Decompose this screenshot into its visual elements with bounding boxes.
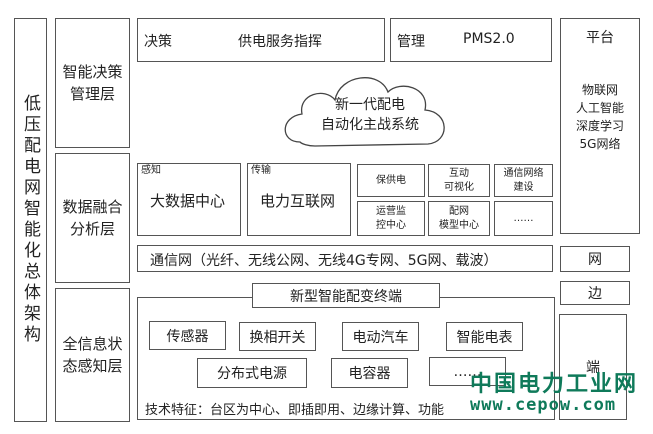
cloud-line2: 自动化主战系统 [321,117,419,133]
diagram-title: 低压配电网智能化总体架构 [20,94,40,346]
layer-perception: 全信息状态感知层 [55,288,130,422]
app-label: 保供电 [376,174,406,186]
device-box: 智能电表 [446,322,523,351]
cloud-icon [284,77,445,147]
platform-item: 人工智能 [575,101,624,115]
main-system: 新一代配电 自动化主战系统 [290,95,450,135]
manage-item: PMS2.0 [463,31,515,47]
layer-label: 数据融合分析层 [62,198,123,238]
device-label: 电动汽车 [352,329,409,346]
platform-item: 物联网 [581,83,618,97]
app-label: 通信网络 [503,167,544,179]
app-label: 运营监 [376,205,406,217]
platform-item: 深度学习 [575,119,624,133]
device-label: 传感器 [166,328,209,345]
network-label: 通信网（光纤、无线公网、无线4G专网、5G网、载波） [150,253,498,269]
app-label: 模型中心 [439,219,479,231]
app-box: 互动可视化 [428,164,490,197]
big-data-center-box: 感知 大数据中心 [137,163,241,236]
manage-box: 管理 PMS2.0 [390,18,552,62]
edge-label: 边 [588,286,602,302]
device-label: 分布式电源 [217,366,287,382]
device-box: …… [429,357,506,386]
platform-title: 平台 [586,30,614,46]
app-box: …… [494,201,553,236]
network-bar: 通信网（光纤、无线公网、无线4G专网、5G网、载波） [137,245,553,272]
app-label: 互动 [449,167,469,179]
layer-analysis: 数据融合分析层 [55,153,130,283]
device-box: 传感器 [149,321,226,350]
watermark-url: www.cepow.com [470,395,617,415]
device-box: 电容器 [331,358,408,388]
device-box: 电动汽车 [342,322,419,351]
decision-item: 供电服务指挥 [238,34,322,50]
device-label: 电容器 [348,366,391,382]
app-box: 运营监控中心 [357,201,425,236]
device-label: …… [453,363,482,380]
layer-label: 全信息状态感知层 [62,335,123,375]
app-label: 建设 [513,181,534,193]
terminal-title-box: 新型智能配变终端 [252,283,440,308]
power-internet: 电力互联网 [260,192,336,210]
tech-features: 技术特征：台区为中心、即插即用、边缘计算、功能 [145,403,445,418]
power-internet-box: 传输 电力互联网 [247,163,351,236]
terminal-title: 新型智能配变终端 [290,288,402,305]
device-label: 换相开关 [249,329,306,346]
end-box: 端 [559,314,627,420]
app-label: 可视化 [444,181,474,193]
platform-item: 5G网络 [579,137,621,151]
big-data-center: 大数据中心 [150,192,226,210]
app-label: …… [513,212,534,224]
platform-items: 物联网 人工智能 深度学习 5G网络 [561,81,639,153]
layer-decision: 智能决策管理层 [55,18,130,148]
app-label: 控中心 [376,219,406,231]
decision-box: 决策 供电服务指挥 [137,18,385,62]
end-label: 端 [586,360,600,376]
decision-label: 决策 [144,34,172,50]
edge-box: 边 [560,281,630,305]
device-label: 智能电表 [456,329,513,346]
net-box: 网 [560,246,630,272]
net-label: 网 [588,252,602,268]
app-label: 配网 [449,205,469,217]
layer-label: 智能决策管理层 [62,63,123,103]
platform-box: 平台 物联网 人工智能 深度学习 5G网络 [560,18,640,234]
title-box: 低压配电网智能化总体架构 [14,18,47,422]
device-box: 分布式电源 [197,358,307,388]
device-box: 换相开关 [239,322,316,351]
watermark-name: 中国电力工业网 [470,372,639,397]
app-box: 配网模型中心 [428,201,490,236]
app-box: 保供电 [357,164,425,197]
app-box: 通信网络建设 [494,164,553,197]
transmission-tag: 传输 [251,165,271,176]
cloud-line1: 新一代配电 [335,97,405,113]
manage-label: 管理 [397,34,425,50]
perception-tag: 感知 [141,165,161,176]
